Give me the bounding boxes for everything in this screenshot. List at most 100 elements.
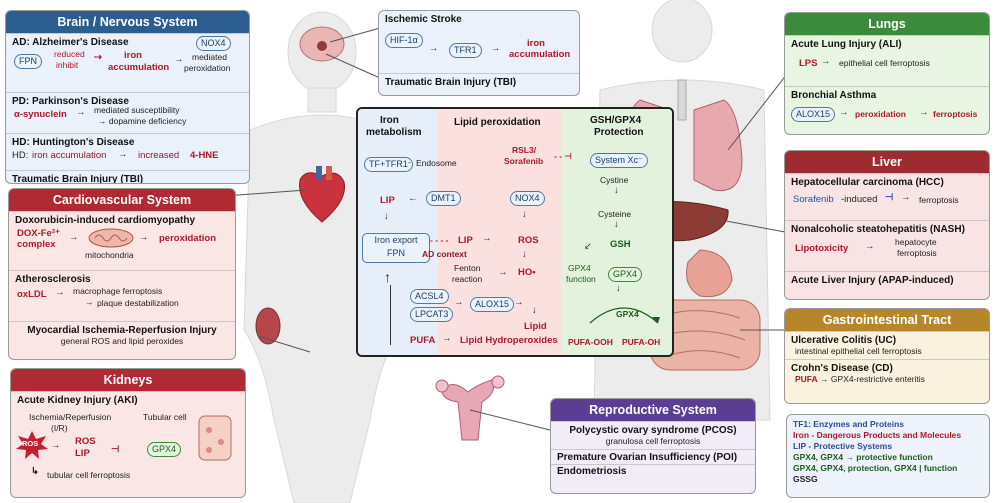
arrow-icon: ↓ [522,249,527,260]
liver-panel: Liver Hepatocellular carcinoma (HCC) Sor… [784,150,990,300]
stroke-iron: iron [527,38,545,49]
aki-section: Acute Kidney Injury (AKI) Ischemia/Reper… [11,391,245,497]
system-xc-pill: System Xc⁻ [590,153,648,168]
gi-panel: Gastrointestinal Tract Ulcerative Coliti… [784,308,990,404]
arrow-icon: ↓ [616,283,621,294]
gpx4-label-2: GPX4 [616,309,639,319]
tbi-title: Traumatic Brain Injury (TBI) [12,174,144,184]
fenton-1: Fenton [454,263,481,273]
induced: -induced [841,194,878,205]
arrow-icon: → [55,287,65,298]
uc-text: intestinal epithelial cell ferroptosis [795,346,922,356]
center-nox4-pill: NOX4 [510,191,545,206]
tbi-section: Traumatic Brain Injury (TBI) [6,170,249,184]
ad-section: AD: Alzheimer's Disease FPN reduced inhi… [6,33,249,92]
ad-mediated: mediated [192,52,227,62]
alox15-lung-pill: ALOX15 [791,107,836,122]
endo-title: Endometriosis [557,466,627,477]
stroke-tbi: Traumatic Brain Injury (TBI) [385,77,517,88]
brain-organ [299,26,345,62]
ath-section: Atherosclerosis oxLDL → macrophage ferro… [9,270,235,321]
mi-title: Myocardial Ischemia-Reperfusion Injury [27,325,217,336]
gpx4-pill-1: GPX4 [608,267,643,282]
dox-section: Doxorubicin-induced cardiomyopathy DOX-F… [9,211,235,270]
center-ho: HO• [518,267,536,278]
pd-section: PD: Parkinson's Disease α-synuclein → me… [6,92,249,133]
nash-l1: hepatocyte [895,237,937,247]
arrow-icon: → [69,232,79,243]
ali-section: Acute Lung Injury (ALI) LPS → epithelial… [785,35,989,86]
heart-organ [298,166,346,223]
acsl4-pill: ACSL4 [410,289,449,304]
apap-title: Acute Liver Injury (APAP-induced) [791,275,954,286]
connector-lines [230,27,790,431]
ad-peroxidation: peroxidation [184,63,231,73]
inhibit-icon: ⊣ [885,192,894,203]
kidney-lip: LIP [75,448,90,459]
ad-inhibit: inhibit [56,60,79,70]
repro-panel-title: Reproductive System [551,399,755,421]
legend-item-1: TF1: Enzymes and Proteins [793,419,904,429]
arrow-icon: → [865,241,875,252]
tfr1-pill: TFR1 [449,43,482,58]
gpx4-function-2: function [566,274,596,284]
endosome-label: Endosome [416,158,457,168]
intestines-organ [649,249,761,371]
arrow-icon: ↓ [532,305,537,316]
brain-panel: Brain / Nervous System AD: Alzheimer's D… [5,10,250,184]
pufa-oh: PUFA-OH [622,337,661,347]
iron-title-2: metabolism [366,127,422,138]
legend-box: TF1: Enzymes and Proteins Iron - Dangero… [786,414,990,498]
arrow-icon: → [514,297,524,308]
endosome-dash: - [408,157,411,167]
pd-line1: mediated susceptibility [94,105,180,115]
gsh-arrow-icon: ↙ [584,241,592,252]
iron-export-l2: FPN [387,248,405,258]
endo-section: Endometriosis [551,464,755,480]
cystine-label: Cystine [600,175,629,185]
mi-section: Myocardial Ischemia-Reperfusion Injury g… [9,321,235,349]
rsl3-2: Sorafenib [504,156,544,166]
hd-iron: iron accumulation [32,150,107,161]
center-ros: ROS [518,235,539,246]
arrow-icon: ← [408,193,418,204]
cd-section: Crohn's Disease (CD) PUFA → GPX4-restric… [785,359,989,387]
pcos-title: Polycystic ovary syndrome (PCOS) [569,425,737,436]
arrow-icon: ↓ [614,219,619,230]
arrow-icon: → [498,267,508,278]
hd-increased: increased [138,150,180,161]
legend-item-2: Iron - Dangerous Products and Molecules [793,430,962,440]
dmt1-pill: DMT1 [426,191,461,206]
arrow-icon: → [85,297,94,307]
uc-title: Ulcerative Colitis (UC) [791,335,897,346]
mi-text: general ROS and lipid peroxides [60,336,184,346]
asthma-perox: peroxidation [855,109,907,119]
cd-line: PUFA → GPX4-restrictive enteritis [791,374,983,384]
arrow-icon: → [429,43,439,54]
pufa-ooh: PUFA-OOH [568,337,613,347]
cysteine-label: Cysteine [598,209,632,219]
inhibit-dashed-icon: - - ⊣ [554,151,572,161]
stroke-panel: Ischemic Stroke HIF-1α → TFR1 → iron acc… [378,10,580,96]
ros-burst-label: ROS [22,439,39,448]
lipid-title: Lipid peroxidation [454,117,541,128]
oxldl: oxLDL [17,289,47,300]
lip-1: LIP [380,195,395,206]
mitochondria-icon [88,228,134,248]
kidneys-panel-title: Kidneys [11,369,245,391]
lipid-label: Lipid [524,321,547,332]
lps: LPS [799,58,818,69]
hif-pill: HIF-1α [385,33,423,48]
dox-complex2: complex [17,239,56,250]
arrow-icon: → [51,440,61,451]
rsl3-1: RSL3/ [512,145,537,155]
arrow-icon: → [139,232,149,243]
dox-title: Doxorubicin-induced cardiomyopathy [15,215,196,226]
arrow-icon: → [454,297,464,308]
arrow-icon: → [118,149,128,160]
legend-item-5: GPX4, GPX4, protection, GPX4 | function [793,463,958,473]
arrow-icon: → [442,333,452,344]
legend-item-4: GPX4, GPX4 → protective function [793,452,933,462]
arrow-icon: → [919,107,929,118]
lungs-panel-title: Lungs [785,13,989,35]
